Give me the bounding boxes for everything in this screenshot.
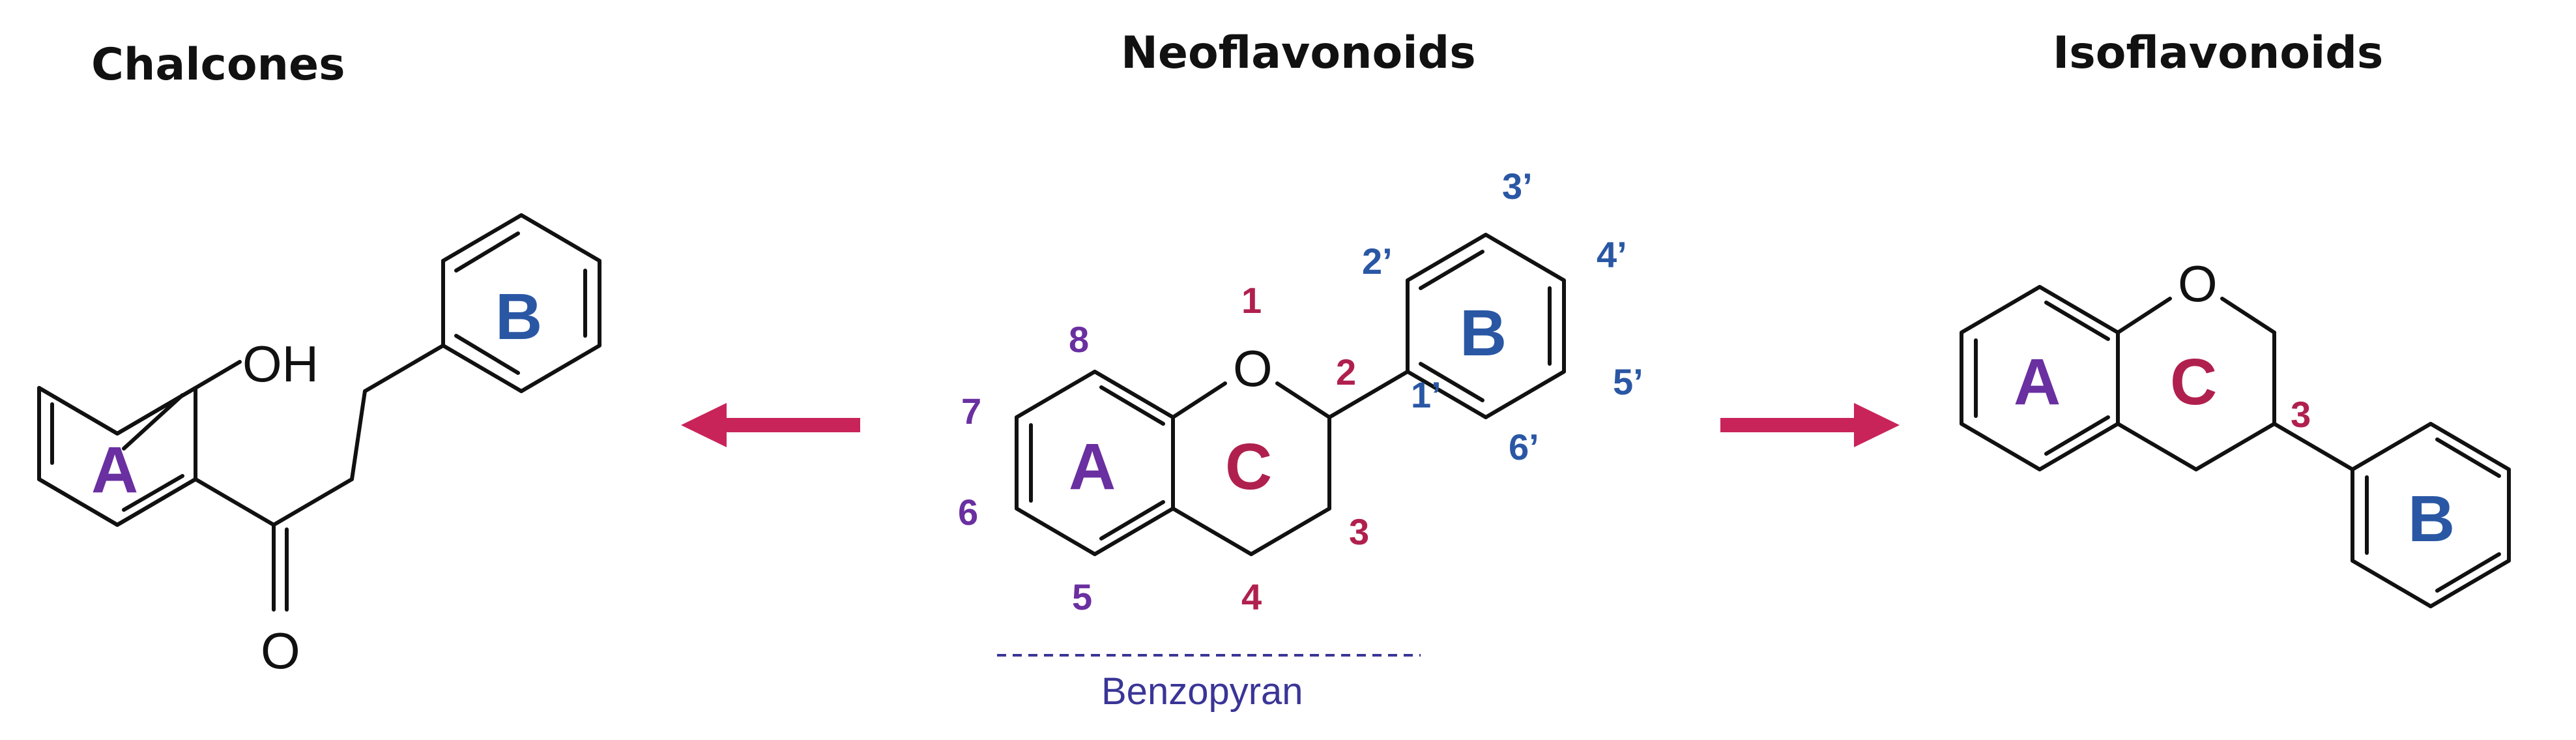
neo-ring-c-bond-o1	[1171, 381, 1227, 419]
chalcone-chain-bond-2	[272, 477, 354, 527]
iso-position-3: 3	[2291, 394, 2311, 435]
isoflavonoid-structure: O A C B 3	[1960, 255, 2511, 608]
neo-ring-c-bond-4	[1249, 507, 1331, 556]
iso-ring-c-bond-o2	[2220, 297, 2276, 334]
neo-position-4-prime: 4’	[1597, 234, 1627, 275]
chalcone-oh-label: OH	[242, 335, 319, 392]
chalcone-carbonyl-o-label: O	[261, 622, 300, 679]
chalcone-chain-bond-3	[350, 389, 367, 481]
neo-position-5-prime: 5’	[1613, 361, 1643, 402]
neo-position-3: 3	[1349, 511, 1369, 552]
iso-ring-a-double-2	[2044, 301, 2110, 341]
chalcone-ring-a-double-3	[122, 393, 184, 451]
iso-ring-b-double-3	[2435, 552, 2501, 593]
iso-ring-c-bond-3	[2194, 422, 2276, 471]
neo-position-1-prime: 1’	[1411, 374, 1441, 415]
neo-position-1: 1	[1241, 280, 1262, 321]
neo-ring-b-double-1	[1419, 250, 1484, 290]
neo-ring-c-bond-o2	[1275, 381, 1331, 419]
iso-link-bond	[2272, 422, 2354, 471]
title-isoflavonoids: Isoflavonoids	[2053, 27, 2383, 79]
neo-position-8: 8	[1069, 319, 1089, 360]
iso-ring-a-label: A	[2014, 346, 2061, 419]
iso-ring-c-bond-o1	[2116, 297, 2172, 334]
neo-link-bond	[1327, 370, 1410, 419]
chalcone-ring-a-label: A	[91, 434, 138, 507]
neo-position-2: 2	[1336, 351, 1356, 392]
neo-ring-c-bond-5	[1171, 507, 1253, 556]
neo-ring-b-double-3	[1419, 362, 1484, 402]
iso-ring-b-double-2	[2435, 437, 2501, 478]
iso-ring-oxygen: O	[2178, 255, 2218, 312]
iso-ring-c-label: C	[2170, 346, 2217, 419]
chalcone-chain-bond-1	[194, 477, 276, 527]
neo-position-4: 4	[1241, 576, 1262, 617]
chalcone-ring-a-double-2	[122, 474, 184, 512]
title-neoflavonoids: Neoflavonoids	[1121, 27, 1476, 79]
iso-ring-b-label: B	[2408, 482, 2455, 555]
neo-position-6-prime: 6’	[1509, 426, 1539, 467]
neo-ring-a-label: A	[1069, 430, 1116, 503]
neo-position-7: 7	[961, 391, 981, 432]
chalcone-ring-b-label: B	[495, 280, 542, 353]
chalcone-ring-b-double-3	[454, 334, 520, 375]
neoflavonoid-structure: O A C B 1 2 3 4 5 6 7 8 1’ 2’ 3’ 4’ 5’ 6…	[958, 166, 1643, 713]
iso-ring-b-hexagon	[2351, 422, 2511, 608]
neo-position-2-prime: 2’	[1362, 241, 1393, 282]
chalcone-ring-b-hexagon	[441, 213, 601, 393]
title-chalcones: Chalcones	[91, 39, 345, 91]
neo-ring-b-hexagon	[1406, 233, 1566, 419]
arrow-right-icon	[1720, 403, 1900, 447]
iso-ring-c-bond-4	[2116, 422, 2198, 471]
chalcone-oh-bond	[194, 360, 242, 390]
neo-position-3-prime: 3’	[1502, 166, 1533, 207]
iso-ring-a-double-3	[2044, 415, 2110, 456]
neo-position-6: 6	[958, 492, 978, 533]
neo-ring-a-double-3	[1099, 500, 1165, 540]
chalcone-structure: OH O A B	[37, 213, 601, 679]
neo-ring-oxygen: O	[1233, 340, 1273, 397]
arrow-left-icon	[681, 403, 860, 447]
neo-position-5: 5	[1072, 576, 1092, 617]
neo-ring-c-label: C	[1225, 430, 1272, 503]
chalcone-ring-b-double-1	[454, 231, 520, 273]
benzopyran-caption: Benzopyran	[1101, 670, 1303, 713]
chalcone-chain-bond-4	[363, 344, 445, 393]
neo-ring-a-double-2	[1099, 385, 1165, 426]
neo-ring-b-label: B	[1460, 297, 1507, 370]
